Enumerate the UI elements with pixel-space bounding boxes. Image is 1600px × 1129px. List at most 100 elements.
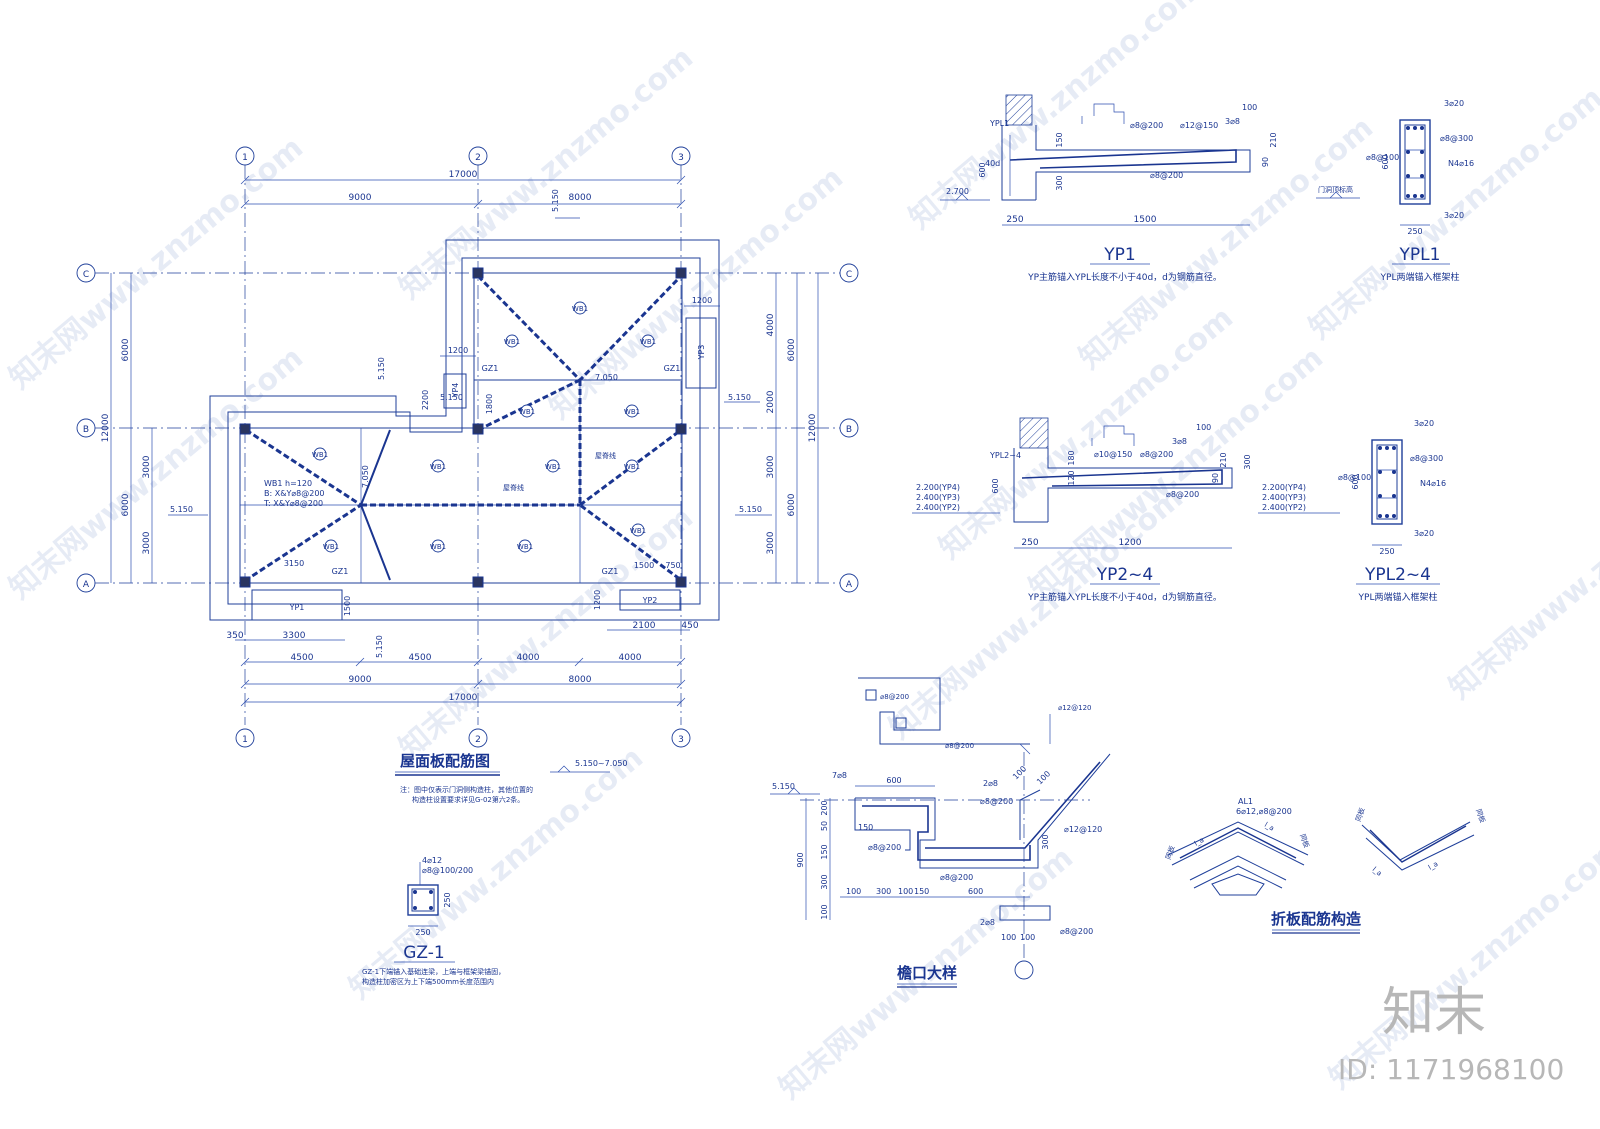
slab-label: WB1 <box>430 543 446 551</box>
rebar-label: ⌀12@120 <box>1058 704 1091 712</box>
axis-label: 2 <box>475 735 481 745</box>
slab-label: WB1 <box>630 527 646 535</box>
detail-note: YPL两端锚入框架柱 <box>1380 271 1460 283</box>
dim-text: 600 <box>991 478 1000 493</box>
dim-text: 350 <box>226 631 243 641</box>
axis-label: B <box>83 425 89 435</box>
rebar-label: ⌀8@200 <box>1150 171 1183 180</box>
rebar-label: ⌀8@200 <box>980 797 1013 806</box>
slab-label: WB1 <box>640 338 656 346</box>
slab-label: WB1 <box>504 338 520 346</box>
dim-text: 4000 <box>517 653 540 663</box>
brand-logo: 知末 <box>1382 983 1486 1043</box>
dim-text: 300 <box>876 887 891 896</box>
dim-text: 300 <box>820 874 829 889</box>
axis-label: C <box>83 270 89 280</box>
dim-text: 3000 <box>766 531 776 554</box>
dim-text: l_a <box>1427 860 1439 872</box>
dim-text: 1800 <box>485 394 494 414</box>
dim-text: 9000 <box>349 675 372 685</box>
roof-slab-plan: 1 2 3 1 2 3 C B A C B A 17000 9000 8000 … <box>76 146 859 804</box>
axis-label: C <box>846 270 852 280</box>
rebar-label: ⌀8@200 <box>1130 121 1163 130</box>
axis-label: A <box>83 580 90 590</box>
rebar-label: ⌀8@100 <box>1338 473 1371 482</box>
dim-text: 6000 <box>121 493 131 516</box>
dim-text: 250 <box>415 928 430 937</box>
dim-text: 100 <box>846 887 861 896</box>
plan-title: 屋面板配筋图 <box>400 752 490 770</box>
rebar-label: 7⌀8 <box>832 771 847 780</box>
dim-text: 同板 <box>1353 806 1366 822</box>
dim-text: 100 <box>1196 423 1211 432</box>
slab-label: WB1 <box>545 463 561 471</box>
dim-text: 300 <box>1055 175 1064 190</box>
elevation-text: 2.400(YP2) <box>1262 503 1306 512</box>
slab-label: WB1 <box>517 543 533 551</box>
dim-text: 2200 <box>421 390 430 410</box>
dim-text: 150 <box>1055 132 1064 147</box>
rebar-label: 6⌀12,⌀8@200 <box>1236 807 1292 816</box>
dim-text: 6000 <box>787 493 797 516</box>
column-tag: GZ1 <box>664 364 681 373</box>
dim-text: 300 <box>1243 454 1252 469</box>
rebar-label: ⌀8@300 <box>1440 134 1473 143</box>
dim-text: 4500 <box>291 653 314 663</box>
dim-text: l_a <box>1371 865 1384 877</box>
eave-detail: ⌀8@200 ⌀8@200 ⌀12@120 5.150 600 7⌀8 2⌀8 … <box>770 677 1111 988</box>
elevation-text: 5.150 <box>375 635 384 658</box>
dim-text: l_a <box>1193 836 1205 848</box>
dim-text: 6000 <box>121 338 131 361</box>
rebar-label: ⌀8@200 <box>1140 450 1173 459</box>
elevation-text: 5.150 <box>170 505 193 514</box>
detail-note: GZ-1下端锚入基础连梁，上端与框架梁锚固， <box>362 967 505 976</box>
slab-label: WB1 <box>624 408 640 416</box>
slab-label: WB1 <box>624 463 640 471</box>
dim-text: 120 <box>1067 470 1076 485</box>
dim-text: 3000 <box>766 455 776 478</box>
rebar-label: N4⌀16 <box>1420 479 1446 488</box>
rebar-label: ⌀8@100/200 <box>422 866 473 875</box>
dim-text: 600 <box>886 776 901 785</box>
dim-text: 250 <box>1021 538 1038 548</box>
elevation-text: 5.150 <box>377 357 386 380</box>
rebar-label: ⌀8@200 <box>880 693 909 701</box>
dim-text: 250 <box>1379 547 1394 556</box>
canopy-tag: YP3 <box>697 345 706 361</box>
brand-id: ID: 1171968100 <box>1338 1053 1564 1086</box>
watermark-text: 知末网www.znzmo.com <box>3 340 310 606</box>
column-tag: GZ1 <box>332 567 349 576</box>
detail-title: 折板配筋构造 <box>1271 910 1361 928</box>
elevation-text: 5.150 <box>772 782 795 791</box>
elevation-text: 2.700 <box>946 187 969 196</box>
slab-label: WB1 <box>572 305 588 313</box>
rebar-label: YPL1 <box>989 119 1009 128</box>
ridge-tag: 屋脊线 <box>595 451 616 460</box>
watermark-text: 知末网www.znzmo.com <box>393 40 700 306</box>
dim-text: 100 <box>1020 933 1035 942</box>
dim-text: 90 <box>1211 473 1220 483</box>
elevation-markers: 5.150 5.150 5.150 5.150 5.150 5.150 5.15… <box>168 189 772 658</box>
dim-text: 600 <box>1381 154 1390 169</box>
elevation-text: 2.200(YP4) <box>916 483 960 492</box>
dim-text: 1200 <box>593 590 602 610</box>
dim-text: 900 <box>796 852 805 867</box>
dim-text: 100 <box>820 904 829 919</box>
rebar-label: YPL2~4 <box>989 451 1021 460</box>
elevation-text: 2.400(YP3) <box>1262 493 1306 502</box>
dim-text: 210 <box>1219 452 1228 467</box>
dim-text: 200 <box>820 800 829 815</box>
dim-text: 100 <box>898 887 913 896</box>
rebar-label: ⌀12@120 <box>1064 825 1102 834</box>
watermark-text: 知末网www.znzmo.com <box>343 740 650 1006</box>
rebar-label: 2⌀8 <box>980 918 995 927</box>
column-tag: GZ1 <box>482 364 499 373</box>
rebar-label: ⌀12@150 <box>1180 121 1218 130</box>
rebar-label: AL1 <box>1238 797 1253 806</box>
watermark-text: 知末网www.znzmo.com <box>903 0 1210 236</box>
slab-note: T: X&Y⌀8@200 <box>263 499 323 508</box>
dim-text: 17000 <box>449 693 478 703</box>
elevation-text: 5.150 <box>739 505 762 514</box>
dim-text: 250 <box>1407 227 1422 236</box>
